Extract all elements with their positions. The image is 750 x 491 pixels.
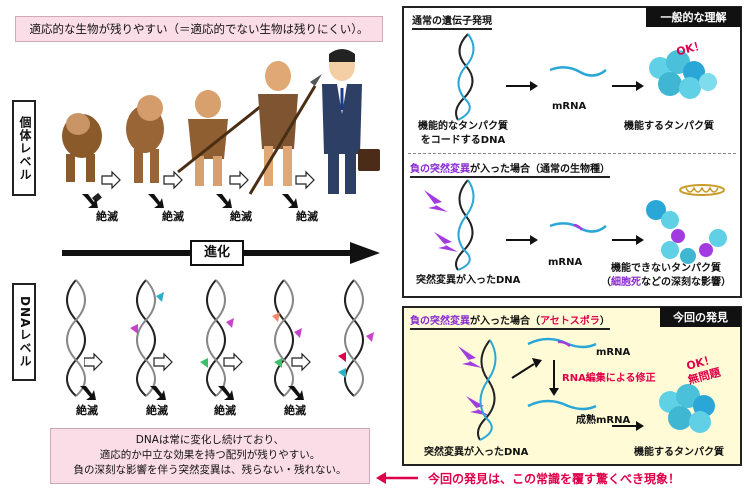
cell-death-label: 細胞死 xyxy=(611,276,641,288)
negative-mutation-rest: が入った場合（通常の生物種） xyxy=(470,164,610,175)
negative-mutation-title: 負の突然変異が入った場合（通常の生物種） xyxy=(410,160,610,178)
top-note-box: 適応的な生物が残りやすい（＝適応的でない生物は残りにくい）。 xyxy=(15,16,383,42)
individual-arrows xyxy=(83,170,315,203)
finding-diagram xyxy=(458,337,715,441)
dna-row-arrows xyxy=(84,352,311,372)
dna-level-label: DNAレベル xyxy=(12,283,36,381)
negative-mutation-highlight: 負の突然変異 xyxy=(410,164,470,175)
bottom-note-box: DNAは常に変化し続けており、 適応的か中立な効果を持つ配列が残りやすい。 負の… xyxy=(50,428,370,484)
finding-protein-label: 機能するタンパク質 xyxy=(634,447,724,458)
negative-dna-label: 突然変異が入ったDNA xyxy=(416,275,521,286)
negative-protein-caption-2: （細胞死などの深刻な影響） xyxy=(601,276,731,288)
evolution-illustration xyxy=(62,49,380,195)
new-finding-tag: 今回の発見 xyxy=(660,307,741,327)
ape-figure-2 xyxy=(126,95,164,183)
finding-title-end: ） xyxy=(599,316,610,327)
finding-species-name: アセトスポラ xyxy=(540,316,600,327)
normal-protein-label: 機能するタンパク質 xyxy=(624,121,714,132)
finding-title-mid: が入った場合（ xyxy=(470,316,540,327)
evolution-label-box: 進化 xyxy=(190,240,244,266)
individual-level-label: 個体レベル xyxy=(12,100,36,196)
individual-level-text: 個体レベル xyxy=(18,115,32,181)
normal-expression-diagram xyxy=(455,33,717,121)
extinct-arrows-top xyxy=(82,194,298,208)
dna-extinct-label-3: 絶滅 xyxy=(214,404,236,417)
dna-extinct-label-1: 絶滅 xyxy=(76,404,98,417)
normal-mrna-label: mRNA xyxy=(552,101,587,112)
dna-extinct-label-2: 絶滅 xyxy=(146,404,168,417)
finding-dna-label: 突然変異が入ったDNA xyxy=(424,447,529,458)
normal-dna-caption: 機能的なタンパク質 をコードするDNA xyxy=(418,120,508,147)
normal-expression-title: 通常の遺伝子発現 xyxy=(412,12,492,30)
normal-dna-caption-2: をコードするDNA xyxy=(420,134,506,146)
dna-strands-row xyxy=(66,279,374,397)
extinct-arrows-bottom xyxy=(80,386,304,400)
negative-protein-caption: 機能できないタンパク質 （細胞死などの深刻な影響） xyxy=(596,262,736,289)
mature-mrna-label: 成熟mRNA xyxy=(576,415,631,426)
general-understanding-tag: 一般的な理解 xyxy=(646,7,741,27)
bottom-note-line-2: 適応的か中立な効果を持つ配列が残りやすい。 xyxy=(99,449,321,462)
top-note-text: 適応的な生物が残りやすい（＝適応的でない生物は残りにくい）。 xyxy=(29,22,369,36)
evolution-label: 進化 xyxy=(203,245,230,260)
businessman-figure xyxy=(322,49,380,194)
dna-level-text: DNAレベル xyxy=(18,296,32,368)
negative-mrna-label: mRNA xyxy=(548,257,583,268)
bottom-message-arrow xyxy=(376,472,418,484)
dna-extinct-label-4: 絶滅 xyxy=(284,404,306,417)
normal-expression-title-text: 通常の遺伝子発現 xyxy=(412,16,492,30)
caveman-figure-3 xyxy=(177,90,271,186)
extinct-label-2: 絶滅 xyxy=(162,210,184,223)
extinct-label-3: 絶滅 xyxy=(230,210,252,223)
bottom-note-line-1: DNAは常に変化し続けており、 xyxy=(135,434,285,446)
negative-protein-caption-1: 機能できないタンパク質 xyxy=(611,263,721,274)
ape-figure-1 xyxy=(62,113,102,182)
caveman-figure-4 xyxy=(248,61,322,195)
bottom-message: 今回の発見は、この常識を覆す驚くべき現象！ xyxy=(428,472,681,486)
general-divider xyxy=(408,153,736,154)
extinct-label-4: 絶滅 xyxy=(296,210,318,223)
finding-title-highlight: 負の突然変異 xyxy=(410,316,470,327)
negative-mutation-diagram xyxy=(424,179,727,271)
rna-editing-label: RNA編集による修正 xyxy=(562,373,656,384)
finding-mrna-label: mRNA xyxy=(596,347,631,358)
normal-dna-caption-1: 機能的なタンパク質 xyxy=(418,121,508,132)
bottom-note-line-3: 負の深刻な影響を伴う突然変異は、残らない・残れない。 xyxy=(73,464,347,477)
extinct-label-1: 絶滅 xyxy=(96,210,118,223)
finding-title: 負の突然変異が入った場合（アセトスポラ） xyxy=(410,312,610,330)
